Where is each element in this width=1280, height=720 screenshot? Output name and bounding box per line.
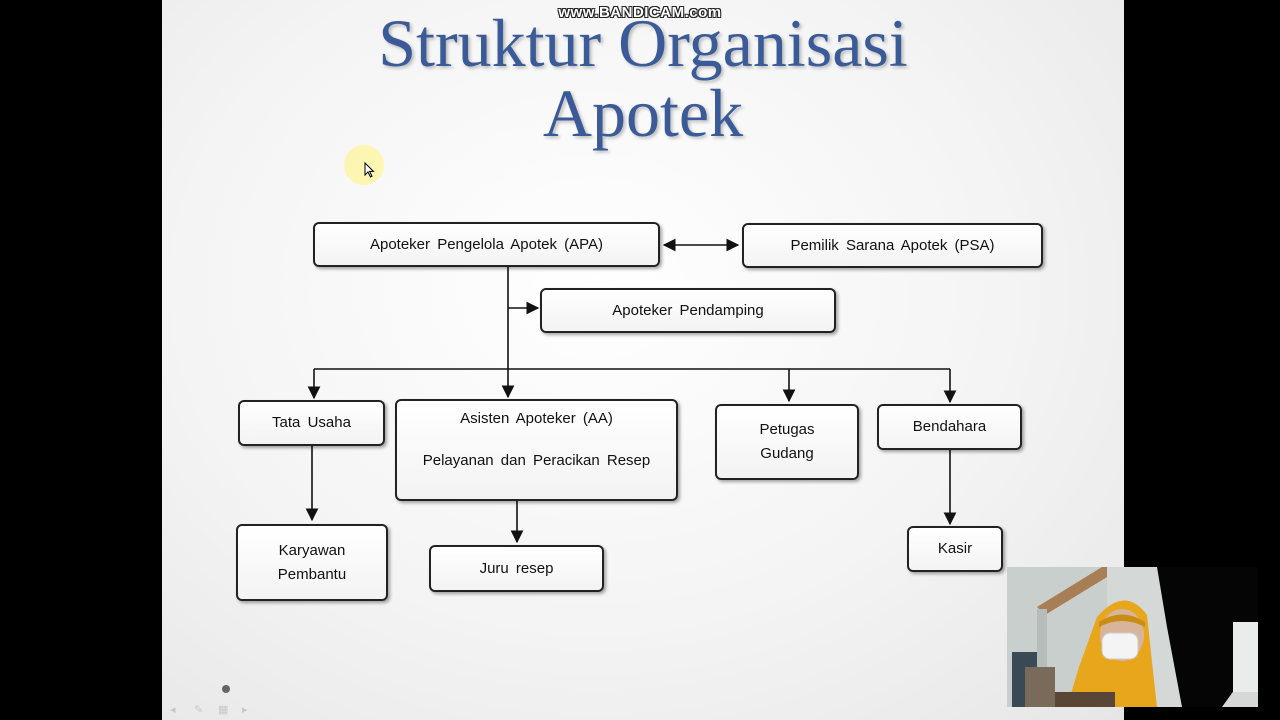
node-asisten-apoteker: Asisten Apoteker (AA) Pelayanan dan Pera… — [395, 399, 678, 501]
next-slide-icon[interactable]: ▸ — [242, 704, 248, 716]
node-karyawan-label-2: Pembantu — [277, 565, 347, 583]
node-apa-label: Apoteker Pengelola Apotek (APA) — [369, 235, 604, 253]
node-aa-subtitle: Pelayanan dan Peracikan Resep — [422, 452, 651, 469]
node-pendamping-label: Apoteker Pendamping — [612, 301, 764, 319]
mouse-pointer-icon — [364, 162, 375, 178]
node-kasir-label: Kasir — [937, 540, 973, 557]
node-gudang-label-2: Gudang — [760, 445, 814, 462]
node-tata-usaha: Tata Usaha — [238, 400, 385, 446]
node-apoteker-pendamping: Apoteker Pendamping — [540, 288, 836, 333]
slide-title-line-1: Struktur Organisasi — [378, 5, 908, 81]
slides-grid-icon[interactable]: ▦ — [218, 704, 229, 716]
previous-slide-icon[interactable]: ◂ — [170, 704, 176, 716]
node-gudang-label-1: Petugas — [759, 421, 815, 438]
node-apa: Apoteker Pengelola Apotek (APA) — [313, 222, 660, 267]
node-bendahara: Bendahara — [877, 404, 1022, 450]
node-psa: Pemilik Sarana Apotek (PSA) — [742, 223, 1043, 268]
node-tata-usaha-label: Tata Usaha — [272, 414, 351, 431]
node-petugas-gudang: Petugas Gudang — [715, 404, 859, 480]
slide-title-line-2: Apotek — [542, 75, 744, 151]
node-bendahara-label: Bendahara — [912, 418, 987, 435]
node-karyawan-label-1: Karyawan — [278, 541, 346, 559]
pen-icon[interactable]: ✎ — [194, 704, 204, 716]
webcam-presenter-image — [1007, 567, 1258, 707]
slideshow-toolbar[interactable]: ◂ ✎ ▦ ▸ — [170, 704, 258, 718]
slide-indicator-dot — [222, 685, 230, 693]
node-karyawan-pembantu: Karyawan Pembantu — [236, 524, 388, 601]
node-juru-resep-label: Juru resep — [479, 559, 554, 577]
node-kasir: Kasir — [907, 526, 1003, 572]
node-psa-label: Pemilik Sarana Apotek (PSA) — [790, 236, 995, 254]
cursor-highlight — [344, 145, 384, 185]
slide-title: Struktur Organisasi Apotek — [162, 8, 1124, 148]
webcam-overlay — [1007, 567, 1258, 707]
node-juru-resep: Juru resep — [429, 545, 604, 592]
node-aa-title: Asisten Apoteker (AA) — [460, 410, 613, 427]
recording-watermark: www.BANDICAM.com — [558, 4, 722, 21]
